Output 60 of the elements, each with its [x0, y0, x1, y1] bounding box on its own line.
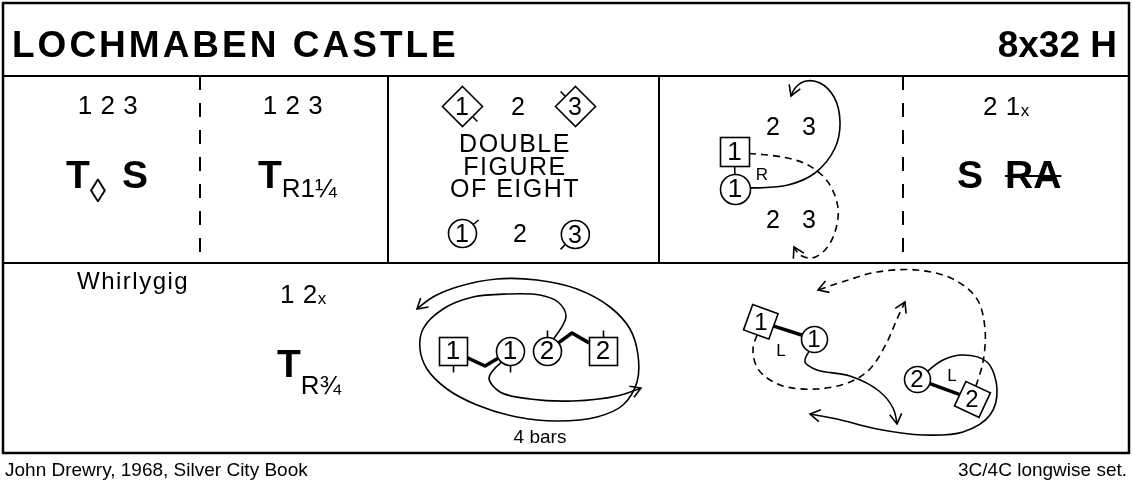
figure-notation: T$_{R1¼}$ — [258, 155, 337, 201]
movement-arrow — [488, 361, 642, 402]
figure-notation: S — [957, 155, 983, 194]
figure-notation: T$_{R¾}$ — [277, 344, 342, 398]
dancer-square — [718, 136, 751, 168]
dancer-number: 3 — [568, 94, 582, 118]
dancer-number: 1 — [807, 328, 821, 350]
dancer-number: 1 — [455, 94, 469, 118]
couple-number: 2 — [766, 113, 780, 139]
dancer-number: 2 — [965, 388, 979, 410]
figure-notation: T$_{◊}$ S — [66, 155, 148, 207]
dancer-square — [437, 335, 469, 374]
figure-notation: RA — [1005, 155, 1062, 194]
dancer-number: 2 — [595, 339, 611, 363]
edge-label: L — [775, 341, 787, 359]
dancer-circle — [446, 217, 480, 249]
dancer-diamond — [440, 84, 484, 128]
movement-arrow — [817, 268, 987, 387]
dancer-circle — [902, 364, 932, 394]
dancer-number: 3 — [568, 222, 582, 246]
hand-link — [928, 381, 960, 396]
couple-numbers: 1 2 3 — [262, 92, 324, 118]
dancer-number: 1 — [727, 177, 743, 201]
dancer-number: 2 — [910, 368, 924, 390]
couple-number: 3 — [802, 113, 816, 139]
dancer-circle — [531, 328, 563, 367]
dance-title: LOCHMABEN CASTLE — [12, 25, 459, 63]
dance-format: 8x32 H — [997, 25, 1117, 63]
movement-arrow — [749, 79, 841, 189]
movement-arrow — [416, 277, 640, 422]
dancer-number: 1 — [754, 311, 768, 333]
dancer-circle — [494, 335, 526, 374]
dancer-number: 1 — [455, 221, 469, 245]
set-formation: 3C/4C longwise set. — [958, 459, 1127, 479]
hand-link — [733, 165, 736, 175]
figure-name: DOUBLE FIGURE OF EIGHT — [448, 132, 582, 200]
edge-label: R — [754, 165, 770, 183]
dancer-number: 2 — [539, 339, 555, 363]
couple-number: 2 — [511, 93, 525, 119]
movement-arrow — [809, 354, 998, 437]
bar-count: 4 bars — [513, 426, 567, 446]
dancer-circle — [799, 324, 829, 354]
source-note: John Drewry, 1968, Silver City Book — [5, 459, 308, 479]
dancer-circle — [558, 218, 591, 251]
dancer-diamond — [553, 84, 597, 128]
dancer-number: 1 — [502, 339, 518, 363]
dancer-square — [587, 328, 619, 367]
movement-arrow — [752, 301, 907, 390]
dancer-number: 1 — [445, 339, 461, 363]
couple-number: 3 — [802, 206, 816, 232]
hand-link — [557, 331, 590, 345]
edge-label: L — [946, 366, 958, 384]
couple-number: 2 — [766, 206, 780, 232]
dancer-circle — [718, 172, 752, 206]
couple-numbers: 1 2 3 — [77, 92, 139, 118]
figure-name: Whirlygig — [77, 268, 190, 293]
movement-arrow — [804, 350, 903, 425]
dancer-number: 1 — [727, 140, 742, 164]
hand-link — [773, 324, 803, 337]
couple-number: 2 — [513, 220, 527, 246]
